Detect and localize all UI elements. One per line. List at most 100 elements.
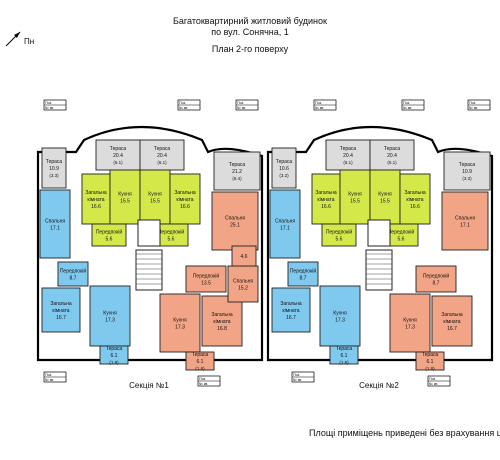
room-label: Передпокій — [423, 272, 450, 279]
room-label: Спальня — [233, 278, 253, 284]
room-area: 17.1 — [50, 225, 60, 231]
room-area: 15.5 — [120, 198, 130, 204]
room-label: кімната — [317, 197, 334, 203]
apartment-tag-num: № кв. — [179, 106, 188, 110]
apartment-tag: Поз.№ кв. — [401, 99, 425, 111]
room-kitchen-a — [339, 169, 371, 225]
room-label: Тераса — [110, 146, 127, 152]
room-common-bl — [271, 287, 311, 333]
room-hall-right — [185, 265, 227, 293]
room-area: 16.7 — [286, 315, 296, 321]
room-label: Передпокій — [96, 228, 123, 235]
room-label: Тераса — [46, 159, 63, 165]
room-label: Кухня — [173, 317, 187, 323]
room-area: 8.7 — [300, 275, 307, 281]
room-hall-left — [57, 261, 89, 287]
room-area: 10.9 — [49, 166, 59, 172]
room-label: Кухня — [403, 317, 417, 323]
room-label: кімната — [443, 319, 460, 325]
room-bedroom-right — [441, 191, 489, 251]
room-area: 5.6 — [106, 236, 113, 242]
room-common-b — [399, 173, 431, 225]
room-area: 20.4 — [113, 153, 123, 159]
apartment-tag-pos: Поз. — [199, 377, 206, 381]
room-label: Передпокій — [193, 272, 220, 279]
room-label: Передпокій — [60, 267, 87, 274]
room-label: кімната — [52, 308, 69, 314]
room-label: Кухня — [148, 191, 162, 197]
room-label: Тераса — [106, 346, 123, 352]
apartment-tag-pos: Поз. — [429, 377, 436, 381]
apartment-tag-num: № кв. — [315, 106, 324, 110]
room-label: Передпокій — [290, 267, 317, 274]
room-label: кімната — [213, 319, 230, 325]
room-sub-area: (3.2) — [279, 173, 289, 178]
apartment-tag-num: № кв. — [469, 106, 478, 110]
apartment-tag: Поз.№ кв. — [467, 99, 491, 111]
room-common-bl — [41, 287, 81, 333]
plan-title: План 2-го поверху — [211, 44, 289, 54]
area-footnote: Площі приміщень приведені без врахування… — [309, 428, 500, 438]
room-hall-left — [287, 261, 319, 287]
apartment-tag-num: № кв. — [45, 378, 54, 382]
room-label: кімната — [282, 308, 299, 314]
room-label: Передпокій — [158, 228, 185, 235]
room-terrace-left — [41, 147, 67, 189]
room-sub-area: (6.1) — [157, 160, 167, 165]
room-bedroom-left — [269, 189, 301, 259]
room-balcony-l — [329, 345, 359, 365]
room-area: 13.5 — [201, 280, 211, 286]
room-label: кімната — [87, 197, 104, 203]
room-sub-area: (3.3) — [462, 176, 472, 181]
room-common-a — [81, 173, 111, 225]
room-hall-a — [321, 223, 357, 247]
room-label: Тераса — [276, 159, 293, 165]
apartment-tag: Поз.№ кв. — [291, 371, 315, 383]
room-area: 16.6 — [91, 204, 101, 210]
room-bath-r — [231, 245, 257, 267]
room-terrace-top2 — [139, 139, 185, 171]
room-area: 16.7 — [56, 315, 66, 321]
room-area: 20.4 — [157, 153, 167, 159]
room-sub-area: (1.8) — [425, 366, 435, 371]
room-label: Загальна — [85, 190, 107, 196]
room-common-br — [431, 295, 473, 347]
room-label: Спальня — [455, 215, 475, 221]
project-address: по вул. Сонячна, 1 — [211, 27, 289, 37]
north-arrow-head — [14, 32, 20, 38]
room-label: Тераса — [229, 162, 246, 168]
room-area: 21.2 — [232, 169, 242, 175]
room-label: Кухня — [103, 310, 117, 316]
room-area: 16.6 — [321, 204, 331, 210]
room-label: Тераса — [340, 146, 357, 152]
room-sub-area: (1.8) — [339, 360, 349, 365]
room-bedroom-right — [211, 191, 259, 251]
room-area: 10.6 — [279, 166, 289, 172]
room-area: 20.4 — [387, 153, 397, 159]
apartment-tag-num: № кв. — [237, 106, 246, 110]
room-label: Загальна — [50, 301, 72, 307]
room-label: Кухня — [333, 310, 347, 316]
apartment-tag: Поз.№ кв. — [43, 99, 67, 111]
room-area: 6.1 — [197, 359, 204, 365]
room-balcony-r — [415, 351, 445, 371]
room-hall-right — [415, 265, 457, 293]
room-area: 17.3 — [175, 324, 185, 330]
room-label: кімната — [176, 197, 193, 203]
room-bedroom-left — [39, 189, 71, 259]
room-terrace-right — [443, 151, 491, 191]
room-area: 17.3 — [335, 317, 345, 323]
room-label: Тераса — [384, 146, 401, 152]
room-area: 6.1 — [427, 359, 434, 365]
lift-shaft — [367, 219, 391, 247]
room-area: 16.8 — [217, 326, 227, 332]
apartment-tag-pos: Поз. — [469, 101, 476, 105]
project-title: Багатоквартирний житловий будинок — [173, 16, 327, 26]
section-1: Тераса10.9(3.3)Тераса20.4(6.1)Тераса20.4… — [36, 125, 264, 390]
apartment-tag: Поз.№ кв. — [177, 99, 201, 111]
apartment-tag-num: № кв. — [199, 382, 208, 386]
room-area: 17.1 — [460, 222, 470, 228]
room-label: Кухня — [118, 191, 132, 197]
apartment-tag-pos: Поз. — [45, 373, 52, 377]
room-area: 16.6 — [410, 204, 420, 210]
